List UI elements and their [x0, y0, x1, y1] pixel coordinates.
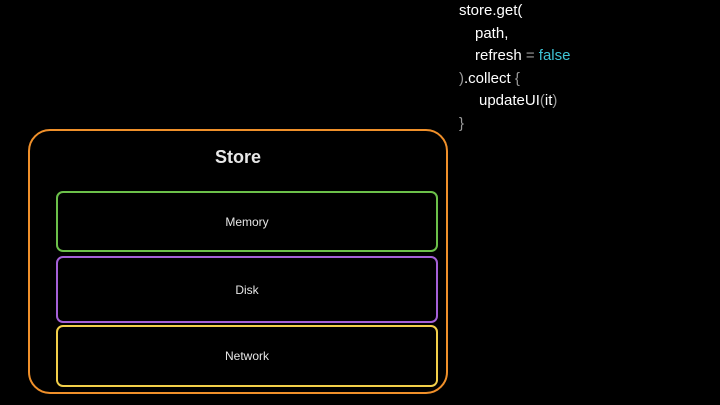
- code-line-5: updateUI(it): [459, 90, 709, 113]
- code-line-6: }: [459, 113, 709, 136]
- code-collect: .collect: [464, 69, 515, 87]
- code-line-2: path,: [459, 23, 709, 46]
- code-false-keyword: false: [538, 47, 571, 64]
- code-update-ui: updateUI: [479, 92, 540, 109]
- code-refresh-key: refresh: [475, 47, 522, 64]
- disk-layer: Disk: [56, 256, 438, 323]
- code-close-paren: ): [459, 69, 464, 87]
- code-line-1: store.get(: [459, 0, 709, 23]
- code-equals: =: [521, 47, 539, 64]
- memory-label: Memory: [225, 214, 269, 229]
- code-paren-open: (: [539, 92, 545, 109]
- code-open-brace: {: [514, 69, 520, 87]
- code-store-get: store.get(: [459, 2, 523, 19]
- code-close-brace: }: [459, 114, 465, 132]
- code-snippet: store.get( path, refresh = false ).colle…: [459, 0, 709, 135]
- code-paren-close: ): [552, 92, 558, 109]
- disk-label: Disk: [235, 282, 259, 297]
- store-title: Store: [214, 147, 261, 167]
- store-container: Store Memory Disk Network: [28, 129, 448, 394]
- code-line-4: ).collect {: [459, 68, 709, 91]
- code-line-3: refresh = false: [459, 45, 709, 68]
- network-label: Network: [224, 349, 269, 363]
- code-it-arg: it: [544, 92, 553, 109]
- code-path-arg: path,: [475, 24, 509, 42]
- network-layer: Network: [56, 325, 438, 387]
- memory-layer: Memory: [56, 191, 438, 252]
